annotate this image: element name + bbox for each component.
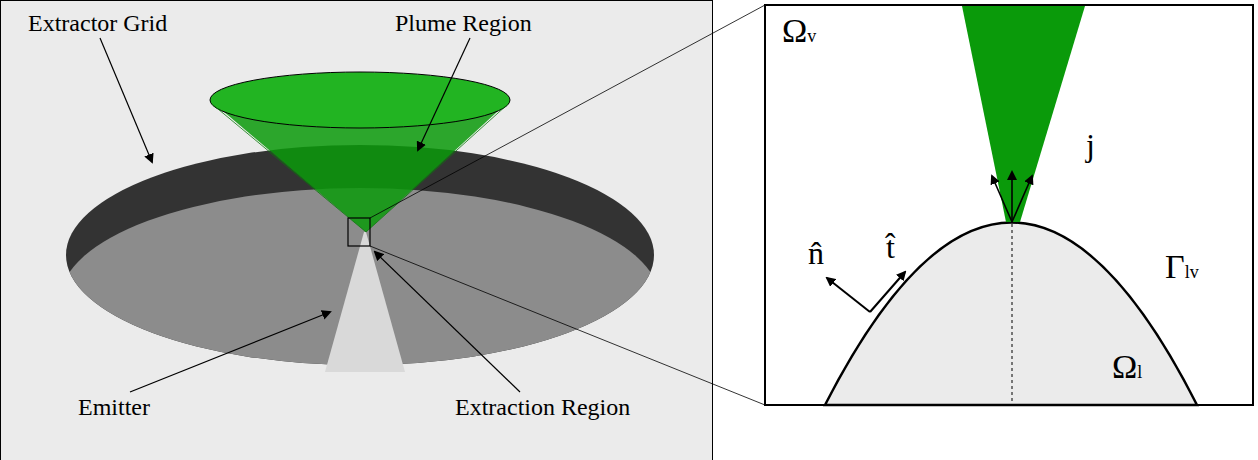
- interface-symbol: Γlv: [1165, 248, 1199, 285]
- part-label: Extractor Grid: [28, 10, 167, 36]
- part-label: Plume Region: [395, 10, 532, 36]
- part-label: Emitter: [78, 394, 150, 420]
- vector-symbol: n̂: [808, 236, 824, 271]
- vector-symbol: j: [1086, 128, 1095, 163]
- domain-symbol: Ωv: [782, 12, 816, 49]
- part-label: Extraction Region: [455, 394, 630, 420]
- domain-symbol: Ωl: [1112, 348, 1142, 385]
- vector-symbol: t̂: [886, 230, 895, 265]
